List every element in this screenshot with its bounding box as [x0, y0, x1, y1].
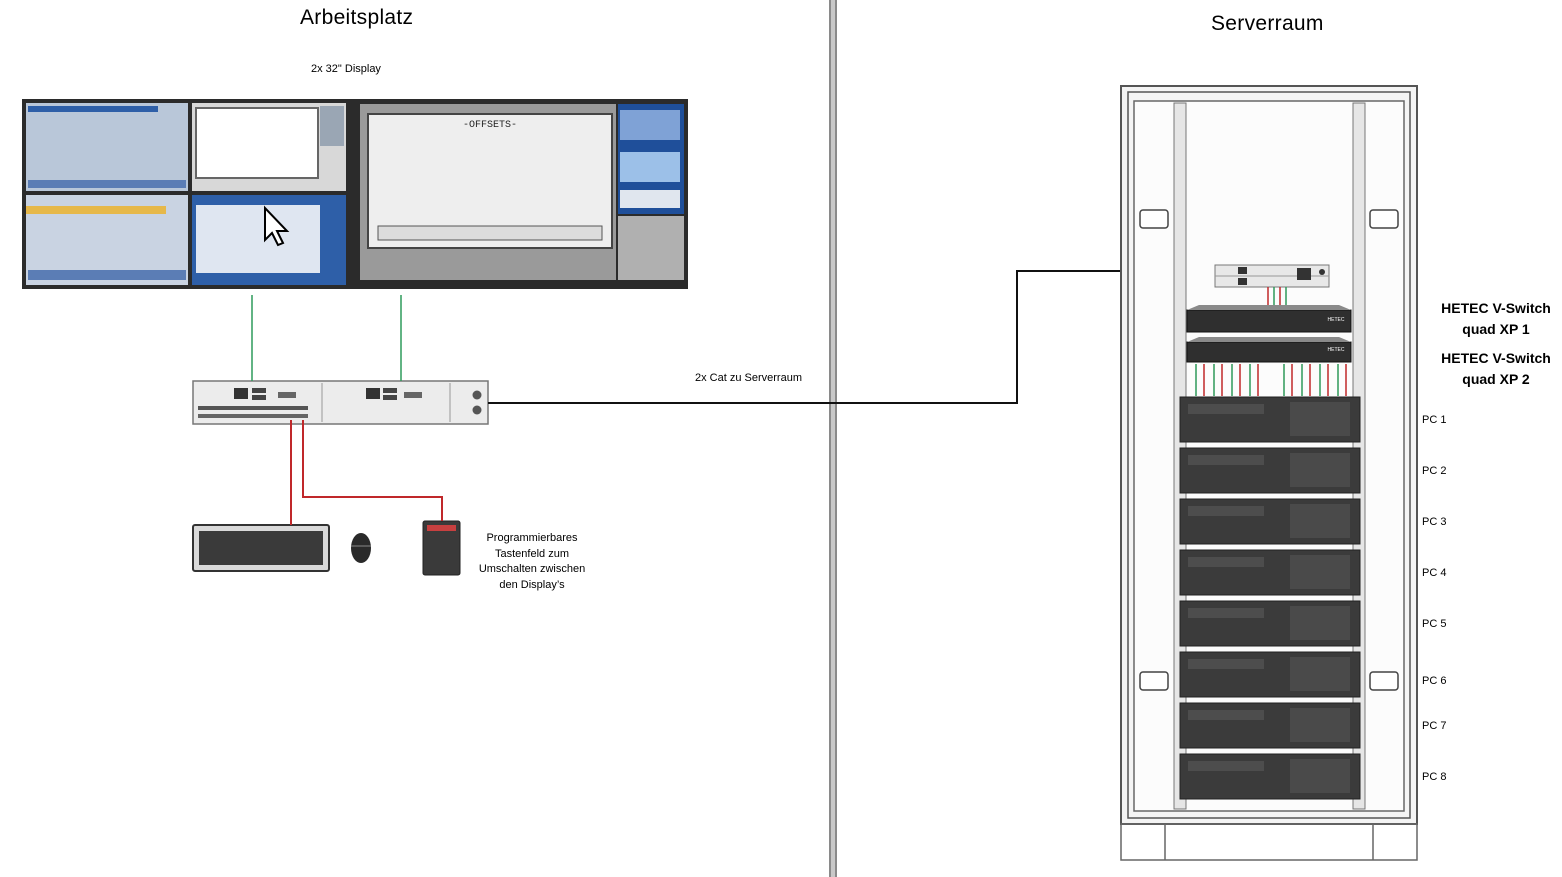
- kvm-switch-1: [1186, 305, 1352, 333]
- pc-label-3: PC 3: [1422, 516, 1447, 528]
- mouse: [351, 533, 371, 563]
- keypad-description-line: Umschalten zwischen: [478, 563, 586, 575]
- switch-1-label-line2: quad XP 1: [1462, 321, 1530, 337]
- keypad-description-line: Programmierbares: [486, 532, 578, 544]
- usb-cable-keypad: [302, 420, 443, 521]
- programmable-keypad: [422, 520, 461, 576]
- cat-cable-label: 2x Cat zu Serverraum: [695, 372, 802, 384]
- cat-cable: [488, 270, 1121, 404]
- rack-pc-3: [1179, 498, 1361, 545]
- display-label: 2x 32" Display: [311, 63, 381, 75]
- rack-pc-7: [1179, 702, 1361, 749]
- switch-1-label-line1: HETEC V-Switch: [1441, 300, 1551, 316]
- rack-pc-4: [1179, 549, 1361, 596]
- dual-display: [22, 99, 688, 289]
- screen-offsets-text: -OFFSETS-: [463, 120, 517, 131]
- keypad-description-line: Tastenfeld zum: [495, 547, 569, 560]
- switch-2-label-line2: quad XP 2: [1462, 371, 1530, 387]
- switch-2-label-line1: HETEC V-Switch: [1441, 350, 1551, 366]
- workplace-title: Arbeitsplatz: [300, 6, 414, 29]
- pc-label-2: PC 2: [1422, 465, 1447, 477]
- switch-2-label: HETEC V-Switch quad XP 2: [1426, 348, 1562, 390]
- section-divider: [829, 0, 837, 877]
- pc-label-8: PC 8: [1422, 771, 1447, 783]
- server-rack: [1120, 85, 1418, 861]
- pc-label-6: PC 6: [1422, 675, 1447, 687]
- switch-1-label: HETEC V-Switch quad XP 1: [1426, 298, 1562, 340]
- switch-1-brand: HETEC: [1328, 317, 1345, 323]
- rack-pc-5: [1179, 600, 1361, 647]
- rack-pc-8: [1179, 753, 1361, 800]
- keypad-description-line: den Display’s: [499, 578, 565, 591]
- cable-bundle-top: [1267, 287, 1287, 307]
- keypad-description: Programmierbares Tastenfeld zum Umschalt…: [457, 531, 607, 593]
- pc-label-4: PC 4: [1422, 567, 1447, 579]
- pc-label-1: PC 1: [1422, 414, 1447, 426]
- cable-bundle-pcs: [1195, 364, 1347, 396]
- keyboard: [192, 524, 330, 572]
- rack-pc-6: [1179, 651, 1361, 698]
- server-room-title: Serverraum: [1211, 12, 1324, 35]
- rack-receiver-modules: [1214, 264, 1330, 288]
- rack-pc-2: [1179, 447, 1361, 494]
- pc-label-5: PC 5: [1422, 618, 1447, 630]
- rack-pc-1: [1179, 396, 1361, 443]
- switch-2-brand: HETEC: [1328, 347, 1345, 353]
- pc-label-7: PC 7: [1422, 720, 1447, 732]
- kvm-extender: [192, 380, 489, 425]
- kvm-switch-2: [1186, 337, 1352, 363]
